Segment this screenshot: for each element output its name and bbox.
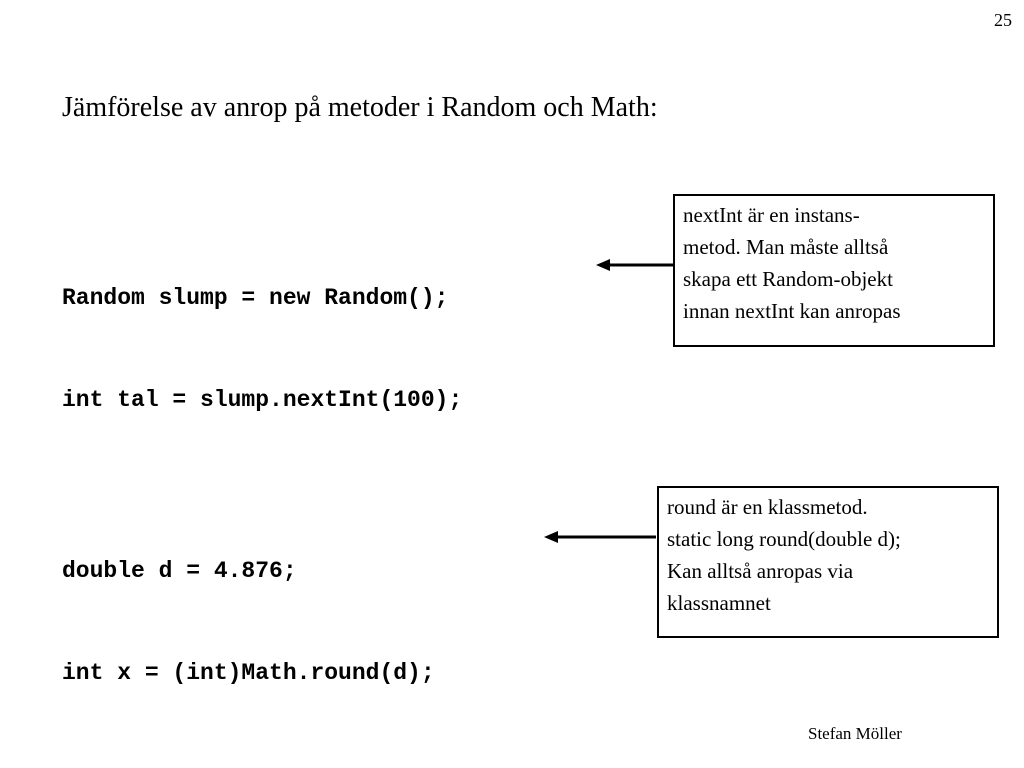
footer-author: Stefan Möller: [808, 724, 902, 743]
note-line: Kan alltså anropas via: [667, 559, 854, 583]
arrow-left-icon: [596, 259, 674, 271]
code-line: double d = 4.876;: [62, 558, 297, 584]
code-line: int tal = slump.nextInt(100);: [62, 387, 463, 413]
note-line: static long round(double d);: [667, 527, 901, 551]
note-line: metod. Man måste alltså: [683, 235, 889, 259]
note-box-instance-method: nextInt är en instans- metod. Man måste …: [673, 194, 995, 347]
slide-title: Jämförelse av anrop på metoder i Random …: [62, 92, 658, 123]
note-line: nextInt är en instans-: [683, 203, 860, 227]
note-line: klassnamnet: [667, 591, 771, 615]
note-line: round är en klassmetod.: [667, 495, 868, 519]
code-line: int x = (int)Math.round(d);: [62, 660, 435, 686]
note-line: skapa ett Random-objekt: [683, 267, 893, 291]
note-line: innan nextInt kan anropas: [683, 299, 901, 323]
slide-number: 25: [994, 10, 1012, 30]
code-block-random: Random slump = new Random(); int tal = s…: [62, 213, 462, 451]
note-box-class-method: round är en klassmetod. static long roun…: [657, 486, 999, 638]
code-block-math: double d = 4.876; int x = (int)Math.roun…: [62, 486, 435, 724]
arrow-left-icon: [544, 531, 656, 543]
code-line: Random slump = new Random();: [62, 285, 449, 311]
